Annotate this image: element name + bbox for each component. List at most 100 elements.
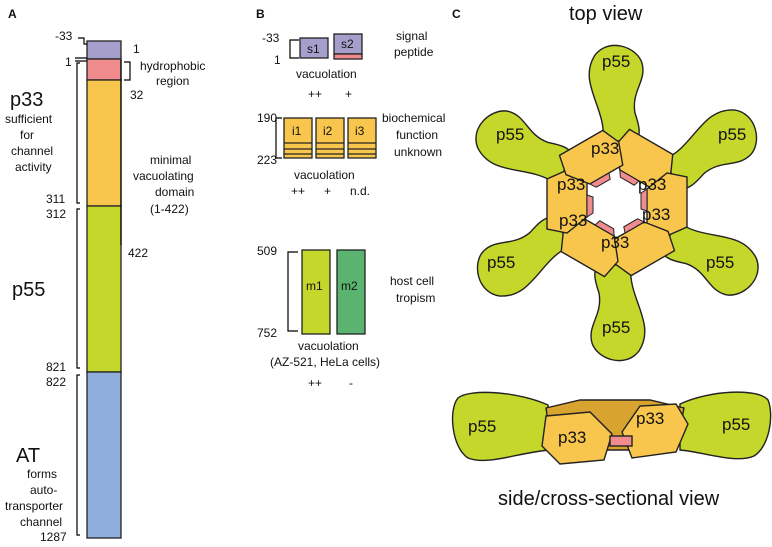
p33-desc-3: channel	[11, 144, 53, 158]
biochem-label-1: biochemical	[382, 111, 445, 125]
at-desc-4: channel	[20, 515, 62, 529]
hydrophobic-1: hydrophobic	[140, 59, 205, 73]
p33-subunit-6	[558, 129, 624, 185]
at-desc-2: auto-	[30, 483, 57, 497]
top-p55-label-3: p55	[718, 125, 746, 144]
host-vac-1: vacuolation	[298, 339, 359, 353]
box-m2	[336, 249, 366, 335]
side-pore	[609, 435, 633, 447]
tick-1-left: 1	[65, 55, 72, 69]
host-start: 509	[257, 244, 277, 258]
tick-32: 32	[130, 88, 144, 102]
minimal-1: minimal	[150, 153, 191, 167]
segment-at	[86, 371, 122, 539]
at-title: AT	[16, 445, 40, 467]
panel-a-label: A	[8, 7, 17, 21]
p55-arm-3	[659, 220, 759, 296]
box-m1-label: m1	[306, 279, 323, 293]
tick-422: 422	[128, 246, 148, 260]
top-p33-label-2: p33	[557, 175, 585, 194]
biochem-start: 190	[257, 111, 277, 125]
panel-c-label: C	[452, 7, 461, 21]
signal-label-2: peptide	[394, 45, 434, 59]
top-p55-label-5: p55	[706, 253, 734, 272]
bracket-hydrophobic	[124, 61, 131, 81]
side-p33-right	[621, 403, 689, 459]
tick-m33: -33	[55, 29, 73, 43]
minimal-3: domain	[155, 185, 194, 199]
side-p55-right	[679, 391, 772, 460]
biochem-label-3: unknown	[394, 145, 442, 159]
p33-title: p33	[10, 89, 43, 111]
tick-1287: 1287	[40, 530, 67, 544]
host-score-2: -	[349, 376, 353, 390]
box-i2	[315, 117, 345, 159]
top-p55-label-6: p55	[602, 318, 630, 337]
tick-312: 312	[46, 207, 66, 221]
top-p55-label-2: p55	[496, 125, 524, 144]
signal-bracket	[289, 39, 299, 59]
p55-title: p55	[12, 279, 45, 301]
box-i3	[347, 117, 377, 159]
signal-end: 1	[274, 53, 281, 67]
p33-ring	[546, 128, 688, 278]
bracket-at	[76, 374, 80, 536]
biochem-score-3: n.d.	[350, 184, 370, 198]
side-p33-label-left: p33	[558, 428, 586, 447]
tick-821: 821	[46, 360, 66, 374]
tick-1-right: 1	[133, 42, 140, 56]
box-i2-label: i2	[323, 124, 333, 138]
side-view-title: side/cross-sectional view	[498, 488, 720, 510]
top-p33-label-6: p33	[601, 233, 629, 252]
at-desc-1: forms	[27, 467, 57, 481]
host-label-1: host cell	[390, 274, 434, 288]
box-s2-label: s2	[341, 37, 354, 51]
p55-arm-2	[662, 109, 758, 191]
minimal-2: vacuolating	[133, 169, 194, 183]
biochem-score-2: +	[324, 184, 331, 198]
tick-822: 822	[46, 375, 66, 389]
box-s1	[299, 37, 329, 59]
bracket-p55	[76, 208, 80, 369]
side-view-assembly	[451, 391, 772, 465]
p55-arms	[475, 44, 759, 362]
top-p33-label-5: p33	[642, 205, 670, 224]
signal-vac: vacuolation	[296, 67, 357, 81]
host-end: 752	[257, 326, 277, 340]
segment-p55	[86, 205, 122, 373]
p33-desc-2: for	[20, 128, 34, 142]
panel-b-label: B	[256, 7, 265, 21]
side-p33-left	[541, 411, 613, 465]
box-i1	[283, 117, 313, 159]
p55-arm-5	[476, 215, 572, 297]
box-i3-label: i3	[355, 124, 365, 138]
top-view-title: top view	[569, 3, 643, 25]
biochem-label-2: function	[396, 128, 438, 142]
p55-arm-1	[588, 44, 644, 142]
host-bracket	[287, 251, 298, 332]
biochem-score-1: ++	[291, 184, 305, 198]
p33-desc-1: sufficient	[5, 112, 53, 126]
side-p55-label-right: p55	[722, 415, 750, 434]
host-vac-2: (AZ-521, HeLa cells)	[270, 355, 380, 369]
host-label-2: tropism	[396, 291, 435, 305]
pore-tips	[586, 169, 648, 237]
side-p55-left	[451, 391, 551, 462]
top-p33-label-1: p33	[591, 139, 619, 158]
signal-start: -33	[262, 31, 280, 45]
p55-arm-6	[475, 110, 575, 186]
p55-arm-4	[590, 264, 646, 362]
box-s2-hydrophobic	[333, 53, 363, 60]
biochem-vac: vacuolation	[294, 168, 355, 182]
biochem-bracket	[275, 117, 282, 159]
host-score-1: ++	[308, 376, 322, 390]
segment-hydrophobic	[86, 58, 122, 81]
segment-p33	[86, 79, 122, 207]
segment-signal	[86, 40, 122, 60]
box-s1-label: s1	[307, 42, 320, 56]
signal-score-2: +	[345, 87, 352, 101]
p33-desc-4: activity	[15, 160, 52, 174]
box-m1	[301, 249, 331, 335]
at-desc-3: transporter	[5, 499, 63, 513]
